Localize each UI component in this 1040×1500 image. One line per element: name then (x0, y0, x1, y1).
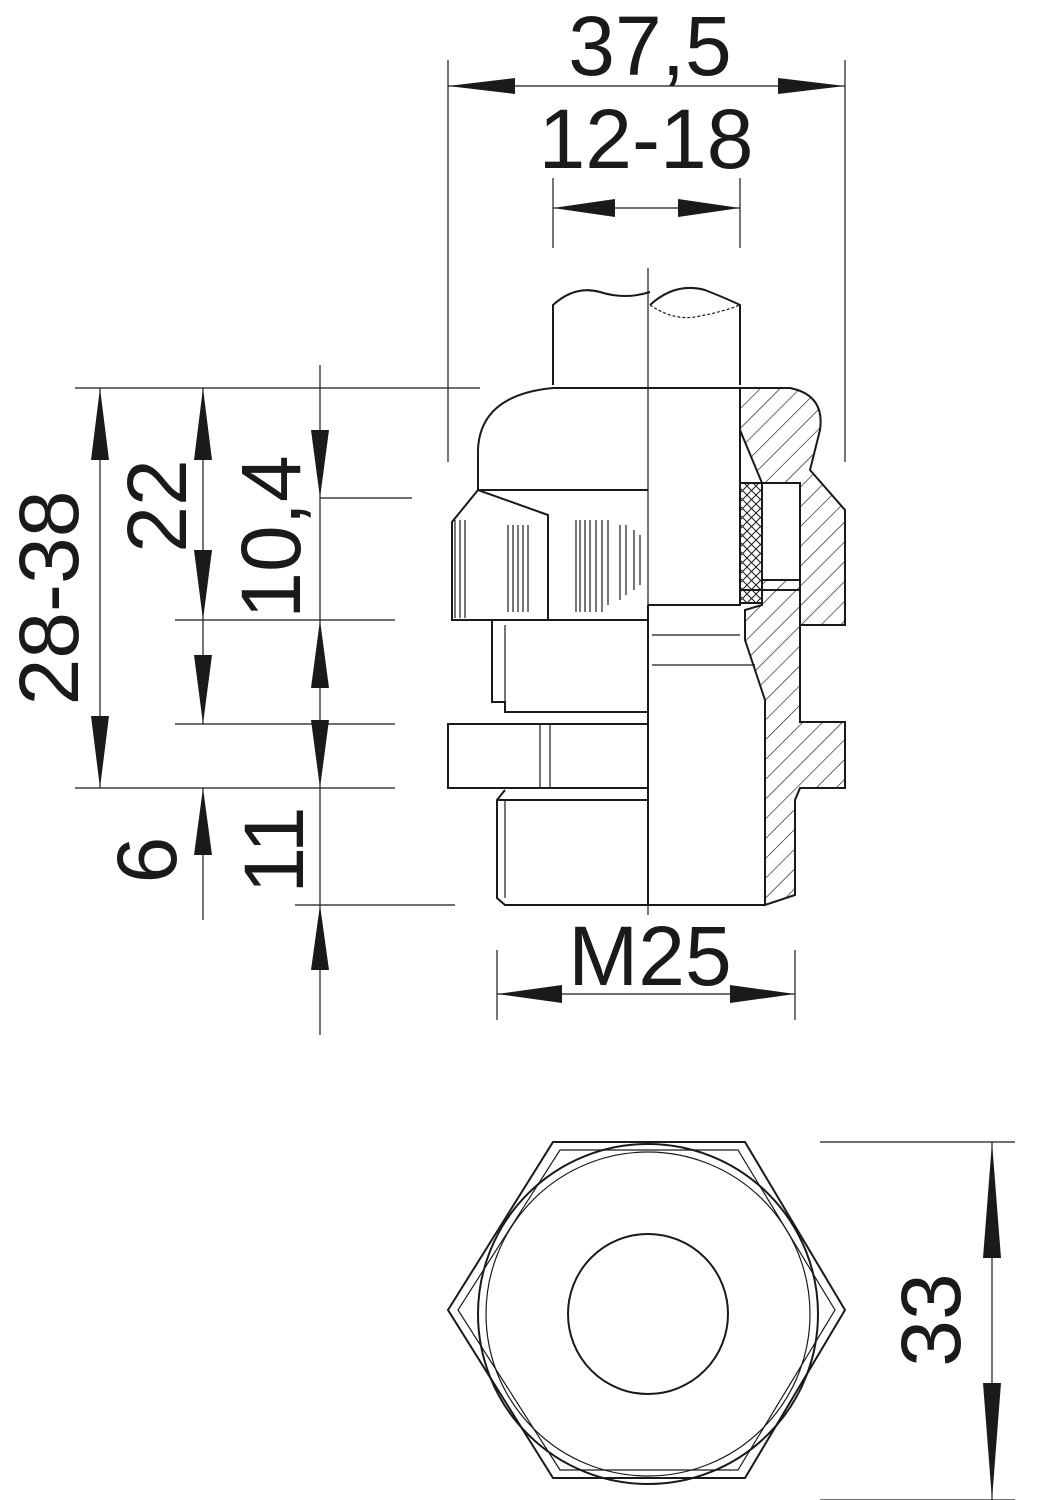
side-view (447, 268, 846, 915)
cap-section-hatch (739, 387, 846, 626)
hex-collar (447, 723, 649, 789)
cable-bore (567, 1233, 729, 1395)
overall-width-label: 37,5 (568, 0, 732, 93)
across-flats-label: 33 (884, 1273, 978, 1366)
dimension-lines (75, 60, 1015, 1500)
thread-length-label: 11 (227, 806, 321, 893)
seal-insert (739, 482, 763, 604)
body-neck (491, 620, 648, 713)
knurled-nut (451, 488, 648, 621)
cable-range-label: 12-18 (539, 92, 754, 186)
body-height-label: 22 (110, 459, 204, 552)
cap-height-label: 10,4 (224, 455, 318, 619)
top-view (446, 1141, 847, 1485)
dimension-labels: 37,5 12-18 M25 28-38 22 10,4 6 11 33 (2, 0, 978, 1367)
total-height-label: 28-38 (2, 491, 96, 706)
dome-cap (477, 387, 648, 490)
outer-thread-length-label: 6 (100, 837, 194, 884)
thread-size-label: M25 (568, 909, 731, 1003)
outer-ring (477, 1143, 819, 1485)
body-section-hatch (744, 579, 846, 907)
section-view (647, 387, 846, 907)
cable-stub (552, 286, 741, 385)
hex-outline (446, 1141, 847, 1479)
thread (496, 789, 648, 906)
